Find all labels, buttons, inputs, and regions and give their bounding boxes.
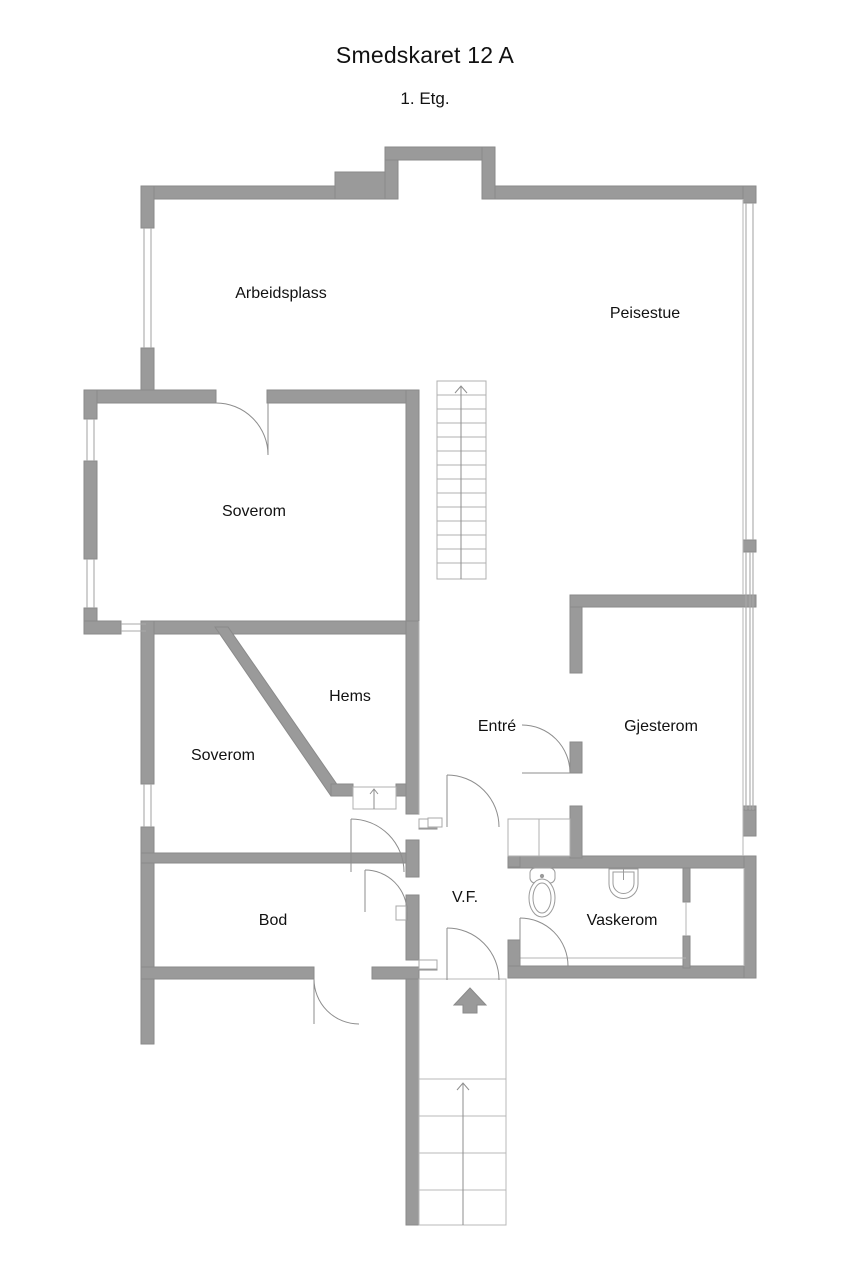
room-label-peisestue: Peisestue [610,305,680,322]
door-vf-lower[interactable] [446,927,500,981]
wall-gjesterom-left-b [569,741,583,774]
wall-entre-closet-right [569,805,583,859]
wall-top-right [494,185,757,200]
wall-vaskerom-bottom [507,965,757,979]
wall-top-left [140,185,336,200]
room-label-soverom-2: Soverom [191,747,255,764]
room-label-arbeidsplass: Arbeidsplass [235,285,327,302]
toilet-fixture [528,867,556,918]
wall-soverom1-top-right [266,389,420,404]
room-label-entre: Entré [478,718,516,735]
stair-upper-up-arrow [454,385,468,394]
interior-outlines [418,199,745,966]
threshold-vf-b [418,959,438,970]
wall-vaskerom-top [507,855,757,869]
door-vf-upper[interactable] [446,774,500,828]
door-bod-lower[interactable] [313,978,360,1025]
stair-lower-up-arrow [456,1082,470,1091]
sink-basin-inner [612,871,635,894]
wall-vaskerom-right [743,855,757,979]
threshold-bod [395,905,407,921]
room-label-vf: V.F. [452,889,478,906]
wall-bod-bottom-a [140,966,315,980]
wall-soverom1-bottom-2 [145,620,420,635]
wall-soverom2-bottom [140,852,407,864]
windows-group [86,203,754,827]
staircase-upper [436,380,487,580]
sink-fixture [608,868,639,899]
toilet-flush-button [539,873,545,879]
fixtures-group [507,818,639,918]
room-label-hems: Hems [329,688,371,705]
wall-left-upper-b [140,347,155,391]
wall-spine-vertical-d [405,972,420,1226]
wall-right-nib-mid [742,539,757,553]
room-label-soverom-1: Soverom [222,503,286,520]
door-bod-upper[interactable] [364,869,408,913]
wall-right-corner-nib [742,185,757,204]
stair-opening-hems [352,786,397,810]
wall-spine-vertical-a [405,620,420,815]
staircase-lower [418,978,507,1226]
wall-bay-right [481,146,496,200]
room-labels-group: Arbeidsplass Peisestue Soverom Hems Sove… [191,285,698,929]
doors-group [215,402,571,1025]
wall-bod-left [140,861,155,1045]
wall-bay-top [384,146,496,161]
wall-gjesterom-top [569,594,757,608]
hems-stair-arrow [369,788,379,795]
door-hems[interactable] [350,818,405,873]
door-vaskerom[interactable] [519,917,569,967]
title-block: Smedskaret 12 A 1. Etg. [0,0,850,109]
threshold-soverom2 [427,817,443,828]
door-thresholds [395,817,443,970]
wall-spine-vertical-b [405,839,420,878]
wall-left-upper-a [140,185,155,229]
toilet-seat-inner [532,882,552,914]
wall-hems-bottom-left [330,783,354,797]
page-title: Smedskaret 12 A [335,42,515,68]
wall-soverom2-left-a [140,620,155,785]
wall-closet-divider-bottom [682,935,691,969]
room-label-bod: Bod [259,912,287,929]
wall-soverom1-top-left [83,389,217,404]
closet-fixture [507,818,571,857]
wall-soverom1-bottom [83,620,122,635]
room-label-gjesterom: Gjesterom [624,718,698,735]
page-subtitle: 1. Etg. [400,89,450,108]
wall-soverom1-left-a [83,389,98,420]
direction-arrow-icon [452,987,488,1014]
wall-soverom1-right [405,389,420,623]
wall-spine-vertical-c [405,894,420,961]
room-label-vaskerom: Vaskerom [587,912,658,929]
wall-top-step [334,171,386,200]
wall-gjesterom-right [742,809,757,837]
wall-diagonal-hems [214,626,346,797]
door-gjesterom[interactable] [521,724,571,774]
door-soverom1[interactable] [215,402,269,456]
wall-soverom1-left-b [83,460,98,560]
wall-closet-divider-top [682,867,691,903]
wall-bod-bottom-b [371,966,420,980]
